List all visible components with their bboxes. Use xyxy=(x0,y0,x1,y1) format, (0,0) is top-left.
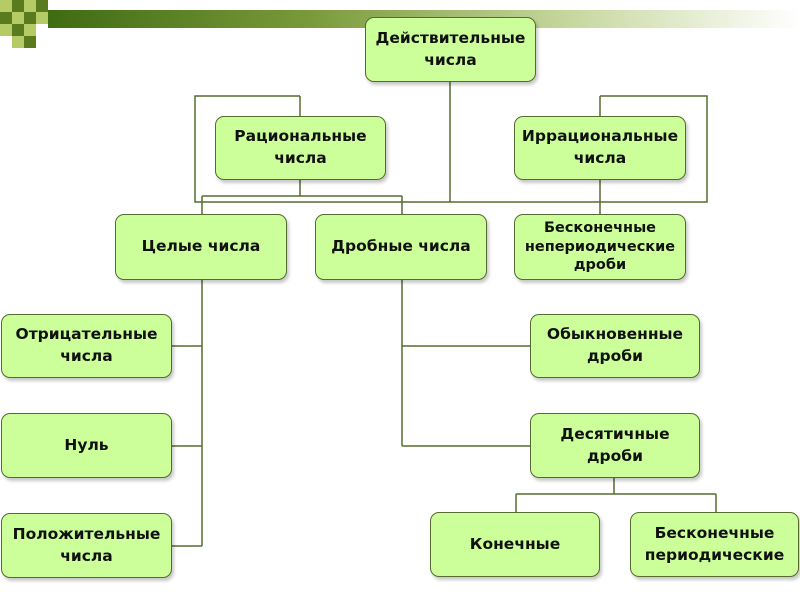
node-finite: Конечные xyxy=(430,512,600,577)
node-fractional-numbers: Дробные числа xyxy=(315,214,487,280)
node-positive-numbers: Положительные числа xyxy=(1,513,172,578)
node-common-fractions: Обыкновенные дроби xyxy=(530,314,700,378)
node-zero: Нуль xyxy=(1,413,172,478)
connector-decimal-children xyxy=(515,478,717,512)
node-integers: Целые числа xyxy=(115,214,287,280)
node-infinite-periodic: Бесконечные периодические xyxy=(630,512,799,577)
connector-irrational-bracket xyxy=(450,95,708,203)
connector-rational-children xyxy=(201,180,403,214)
node-real-numbers: Действительные числа xyxy=(365,17,536,82)
node-negative-numbers: Отрицательные числа xyxy=(1,314,172,378)
node-decimal-fractions: Десятичные дроби xyxy=(530,413,700,478)
node-infinite-nonperiodic-fractions: Бесконечные непериодические дроби xyxy=(514,214,686,280)
connector-rational-bracket xyxy=(194,95,450,203)
node-rational-numbers: Рациональные числа xyxy=(215,116,386,180)
node-irrational-numbers: Иррациональные числа xyxy=(514,116,686,180)
